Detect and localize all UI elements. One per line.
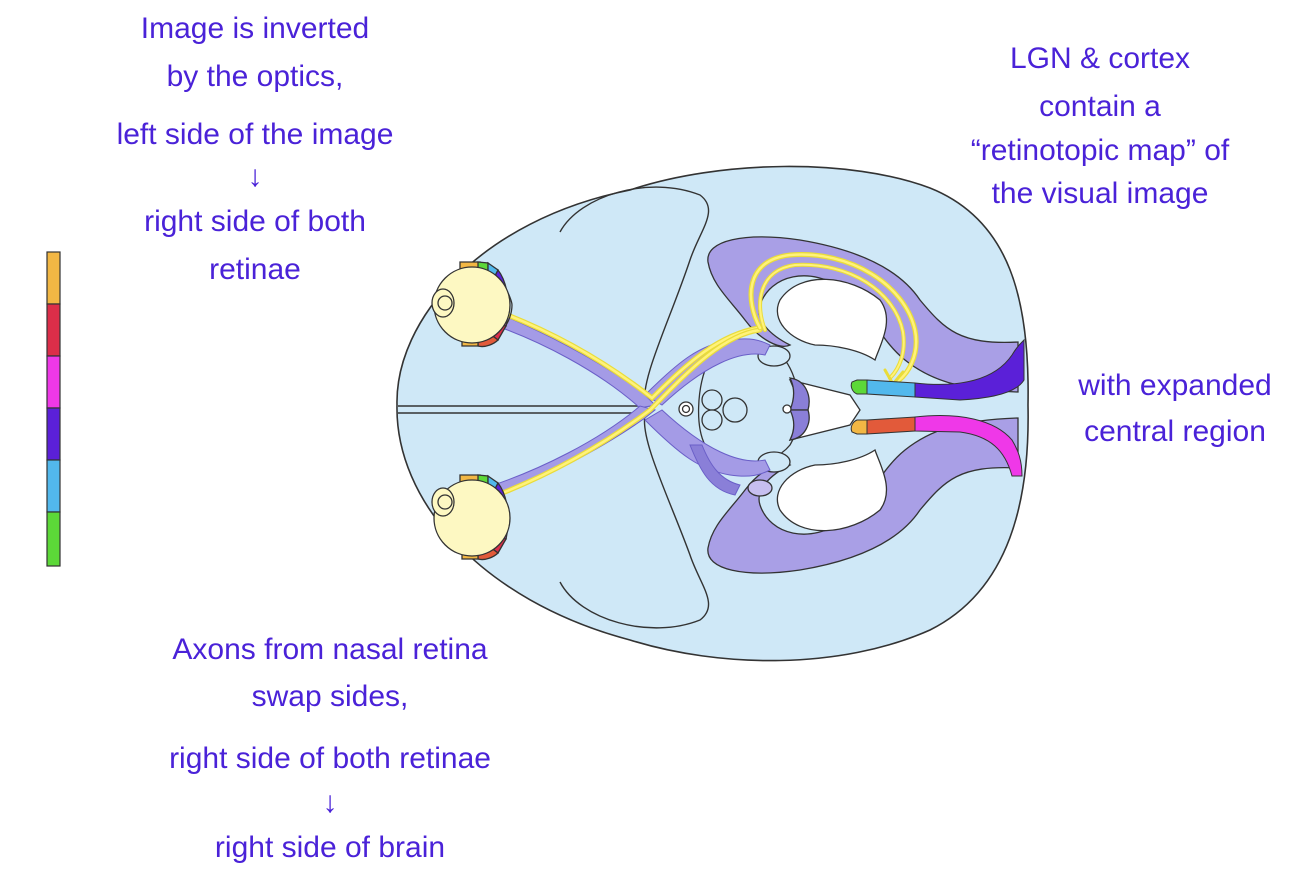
tract-to-lgn-lower bbox=[689, 444, 741, 496]
frontal-fold-bottom bbox=[559, 414, 710, 629]
frontal-fold-top bbox=[559, 186, 710, 406]
crossing-line-2: swap sides, bbox=[251, 680, 409, 713]
upper-ventricle bbox=[776, 278, 888, 362]
highlighted-axons bbox=[497, 252, 919, 497]
inversion-line-2: by the optics, bbox=[166, 60, 344, 93]
optic-nerve-upper bbox=[484, 309, 657, 409]
map-line-1: LGN & cortex bbox=[1009, 42, 1191, 75]
cortex-upper-violet bbox=[914, 338, 1025, 401]
cortex-regions bbox=[707, 236, 1019, 574]
eye-upper bbox=[431, 261, 513, 348]
mammillary-2 bbox=[701, 409, 723, 431]
upper-radiation bbox=[707, 236, 1019, 393]
inversion-line-5: retinae bbox=[209, 253, 301, 286]
cortex-retinotopic-map bbox=[850, 338, 1025, 477]
inversion-line-1: Image is inverted bbox=[140, 12, 370, 45]
colliculus-lower bbox=[747, 479, 773, 497]
pituitary-center bbox=[681, 404, 691, 414]
optic-pathway bbox=[484, 309, 771, 501]
cortex-lower-magenta bbox=[914, 415, 1023, 477]
cortex-upper-blue bbox=[866, 379, 916, 398]
crossing-arrow: ↓ bbox=[322, 786, 338, 819]
mammillary-1 bbox=[701, 389, 723, 411]
field-segment-magenta bbox=[46, 355, 61, 409]
optic-tract-lower bbox=[644, 409, 771, 477]
inversion-arrow: ↓ bbox=[247, 160, 263, 193]
map-line-4: the visual image bbox=[991, 177, 1209, 210]
field-segment-orange bbox=[46, 251, 61, 305]
inversion-line-4: right side of both bbox=[144, 205, 366, 238]
expanded-line-2: central region bbox=[1084, 415, 1266, 448]
crossing-line-3: right side of both retinae bbox=[169, 742, 491, 775]
cortex-lower-red bbox=[866, 416, 916, 435]
lower-ventricle bbox=[776, 448, 888, 532]
cerebral-peduncle-lower bbox=[788, 409, 810, 441]
cortex-lower-orange bbox=[850, 419, 868, 435]
optic-tract-upper bbox=[644, 338, 771, 406]
visual-field-color-bar bbox=[46, 251, 61, 567]
expanded-line-1: with expanded bbox=[1078, 369, 1272, 402]
map-line-3: “retinotopic map” of bbox=[970, 134, 1230, 167]
field-segment-blue bbox=[46, 459, 61, 513]
field-segment-violet bbox=[46, 407, 61, 461]
field-segment-green bbox=[46, 511, 61, 567]
field-segment-red bbox=[46, 303, 61, 357]
eye-lower bbox=[431, 474, 511, 561]
midbrain bbox=[678, 345, 861, 497]
map-line-2: contain a bbox=[1039, 90, 1161, 123]
crossing-line-1: Axons from nasal retina bbox=[172, 633, 488, 666]
crossing-line-4: right side of brain bbox=[214, 831, 446, 864]
mammillary-3 bbox=[722, 397, 748, 423]
aqueduct bbox=[782, 404, 792, 414]
cortex-upper-green bbox=[850, 379, 868, 395]
inversion-line-3: left side of the image bbox=[116, 118, 394, 151]
